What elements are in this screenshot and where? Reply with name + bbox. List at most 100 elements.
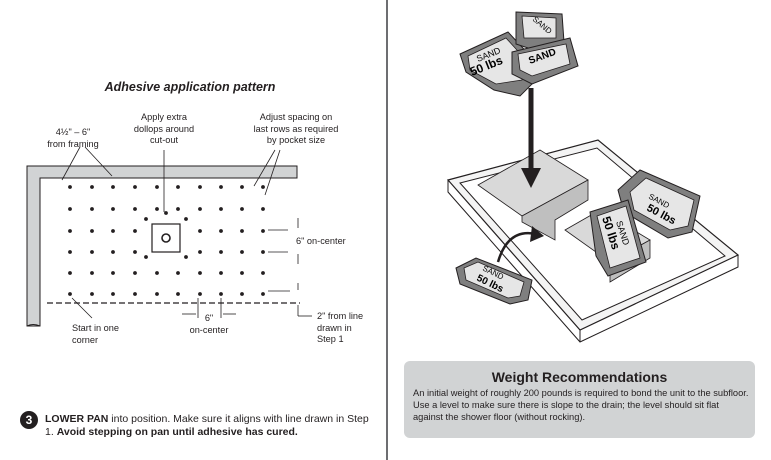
adhesive-dot (133, 229, 137, 233)
extra-line-3: cut-out (149, 135, 179, 145)
extra-line-2: dollops around (133, 123, 195, 134)
adhesive-dot (261, 185, 265, 189)
adhesive-dot (240, 250, 244, 254)
line-distance-2: drawn in (317, 322, 352, 333)
adhesive-dot (155, 271, 159, 275)
adhesive-dot (240, 271, 244, 275)
adhesive-dot (176, 292, 180, 296)
adhesive-dot (68, 271, 72, 275)
from-framing-text: from framing (47, 138, 99, 149)
adhesive-dot (219, 250, 223, 254)
extra-adhesive-dot (184, 217, 188, 221)
from-framing-label: 4½" – 6" from framing (38, 127, 108, 150)
adhesive-dot (68, 292, 72, 296)
extra-adhesive-dot (144, 255, 148, 259)
extra-line-1: Apply extra (141, 112, 187, 122)
weight-recommendations-body: An initial weight of roughly 200 pounds … (413, 388, 749, 422)
adhesive-pattern-diagram (26, 146, 312, 327)
line-distance-label: 2" from line drawn in Step 1 (317, 311, 363, 346)
adjust-line-3: by pocket size (266, 135, 326, 145)
adhesive-dot (176, 185, 180, 189)
adhesive-dot (240, 207, 244, 211)
start-line-2: corner (72, 334, 99, 345)
sand-bag-right: SAND 50 lbs (617, 169, 701, 239)
adhesive-dot (90, 185, 94, 189)
adhesive-dot (219, 229, 223, 233)
adhesive-dot (111, 185, 115, 189)
from-framing-dimension: 4½" – 6" (55, 127, 91, 137)
adhesive-dot (198, 229, 202, 233)
bottom-on-center: on-center (189, 324, 229, 335)
adhesive-dot (68, 185, 72, 189)
weight-recommendations-box (404, 361, 755, 438)
adhesive-dot (111, 271, 115, 275)
adhesive-dot (133, 185, 137, 189)
adhesive-dot (90, 271, 94, 275)
adhesive-dot (198, 271, 202, 275)
adhesive-dot (240, 292, 244, 296)
adhesive-dot (240, 229, 244, 233)
adhesive-dot (219, 185, 223, 189)
adhesive-dot (133, 207, 137, 211)
adhesive-dot (198, 250, 202, 254)
adhesive-dot (133, 250, 137, 254)
adhesive-dot (133, 271, 137, 275)
shower-pan-illustration: SAND 50 lbs SAND SAND SAND 50 lbs SAND 5… (446, 11, 740, 343)
adhesive-dot (68, 229, 72, 233)
diagram-title: Adhesive application pattern (104, 80, 276, 94)
adhesive-dot (198, 185, 202, 189)
adhesive-dots (68, 185, 265, 296)
adhesive-dot (219, 292, 223, 296)
bottom-6-inch: 6" (204, 313, 214, 323)
adhesive-dot (155, 185, 159, 189)
drain-hole (161, 233, 171, 243)
adhesive-dot (261, 207, 265, 211)
start-corner-label: Start in one corner (72, 323, 119, 346)
adhesive-dot (111, 292, 115, 296)
sand-bag-floor: SAND 50 lbs (455, 257, 533, 305)
adhesive-dot (111, 229, 115, 233)
step-instructions: LOWER PAN into position. Make sure it al… (45, 413, 370, 439)
adjust-line-2: last rows as required (253, 123, 339, 134)
bottom-dimension-label: 6" on-center (184, 313, 234, 336)
extra-adhesive-dot (144, 217, 148, 221)
adhesive-dot (198, 207, 202, 211)
adjust-line-1: Adjust spacing on (259, 112, 333, 122)
extra-adhesive-dot (164, 211, 168, 215)
step-body: into position. Make sure it aligns with … (45, 413, 369, 438)
adjust-spacing-label: Adjust spacing on last rows as required … (236, 112, 356, 147)
adhesive-dot (176, 207, 180, 211)
adhesive-dot (90, 250, 94, 254)
drain-cutout (151, 223, 181, 253)
adhesive-dot (90, 292, 94, 296)
weight-recommendations-title: Weight Recommendations (491, 369, 668, 385)
column-divider (386, 0, 388, 460)
adhesive-dot (155, 292, 159, 296)
adhesive-dot (219, 207, 223, 211)
adhesive-dot (261, 292, 265, 296)
adhesive-dot (261, 229, 265, 233)
adhesive-dot (198, 292, 202, 296)
extra-dollops-label: Apply extra dollops around cut-out (122, 112, 206, 147)
adhesive-dot (90, 229, 94, 233)
on-center-right-label: 6" on-center (296, 236, 346, 246)
line-distance-1: 2" from line (317, 311, 364, 321)
adhesive-dot (90, 207, 94, 211)
sand-bag-center: SAND 50 lbs (589, 199, 647, 277)
start-line-1: Start in one (72, 323, 119, 333)
adhesive-dot (68, 207, 72, 211)
adhesive-dot (111, 250, 115, 254)
sand-bag-stack: SAND 50 lbs SAND SAND (459, 11, 579, 97)
step-number-badge: 3 (20, 411, 38, 429)
adhesive-dot (133, 292, 137, 296)
adhesive-dot (155, 207, 159, 211)
adhesive-dot (219, 271, 223, 275)
adhesive-dot (176, 271, 180, 275)
adhesive-dot (240, 185, 244, 189)
step-lead: LOWER PAN (45, 413, 109, 425)
line-distance-3: Step 1 (317, 334, 344, 344)
adhesive-dot (68, 250, 72, 254)
adhesive-dot (111, 207, 115, 211)
extra-adhesive-dot (184, 255, 188, 259)
step-warning: Avoid stepping on pan until adhesive has… (56, 426, 298, 438)
